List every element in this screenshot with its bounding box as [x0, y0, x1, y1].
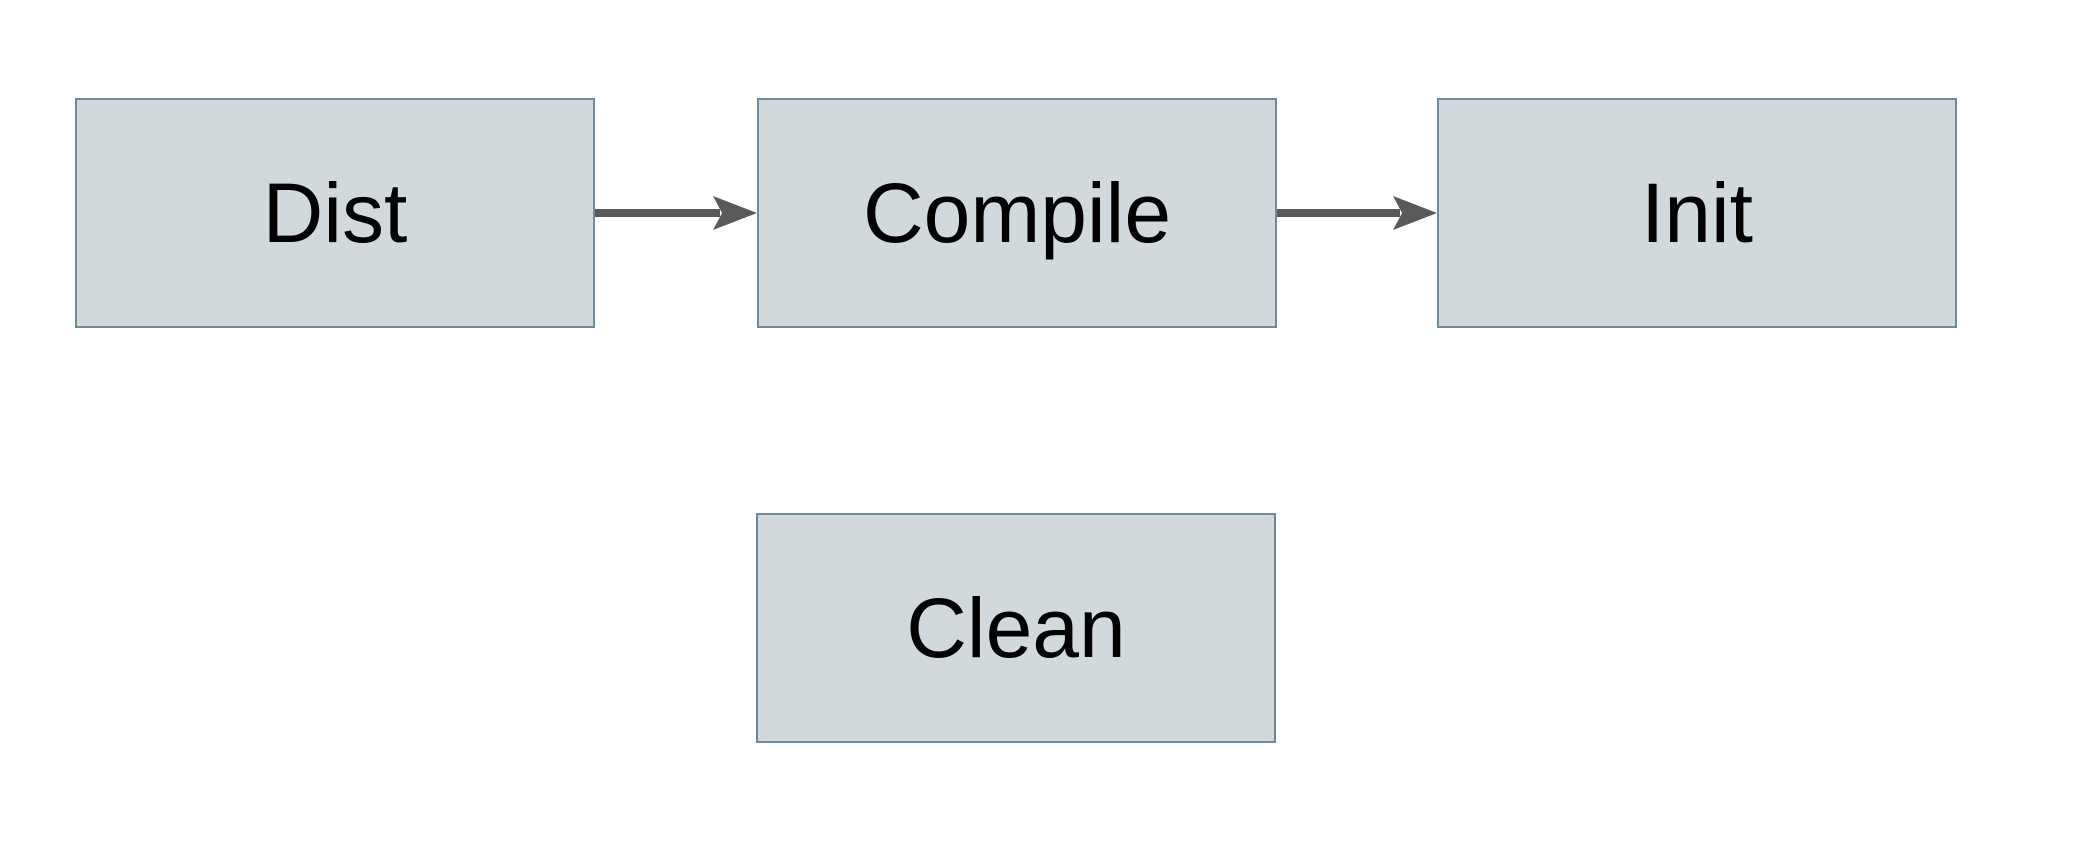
node-dist: Dist	[75, 98, 595, 328]
arrowhead-icon	[1393, 196, 1437, 230]
node-init-label: Init	[1640, 166, 1754, 260]
node-clean-label: Clean	[906, 581, 1126, 675]
arrowhead-icon	[713, 196, 757, 230]
arrow-compile-to-init	[1277, 196, 1437, 230]
node-init: Init	[1437, 98, 1957, 328]
node-compile: Compile	[757, 98, 1277, 328]
node-compile-label: Compile	[862, 166, 1172, 260]
arrow-dist-to-compile	[595, 196, 757, 230]
node-clean: Clean	[756, 513, 1276, 743]
node-dist-label: Dist	[262, 166, 408, 260]
